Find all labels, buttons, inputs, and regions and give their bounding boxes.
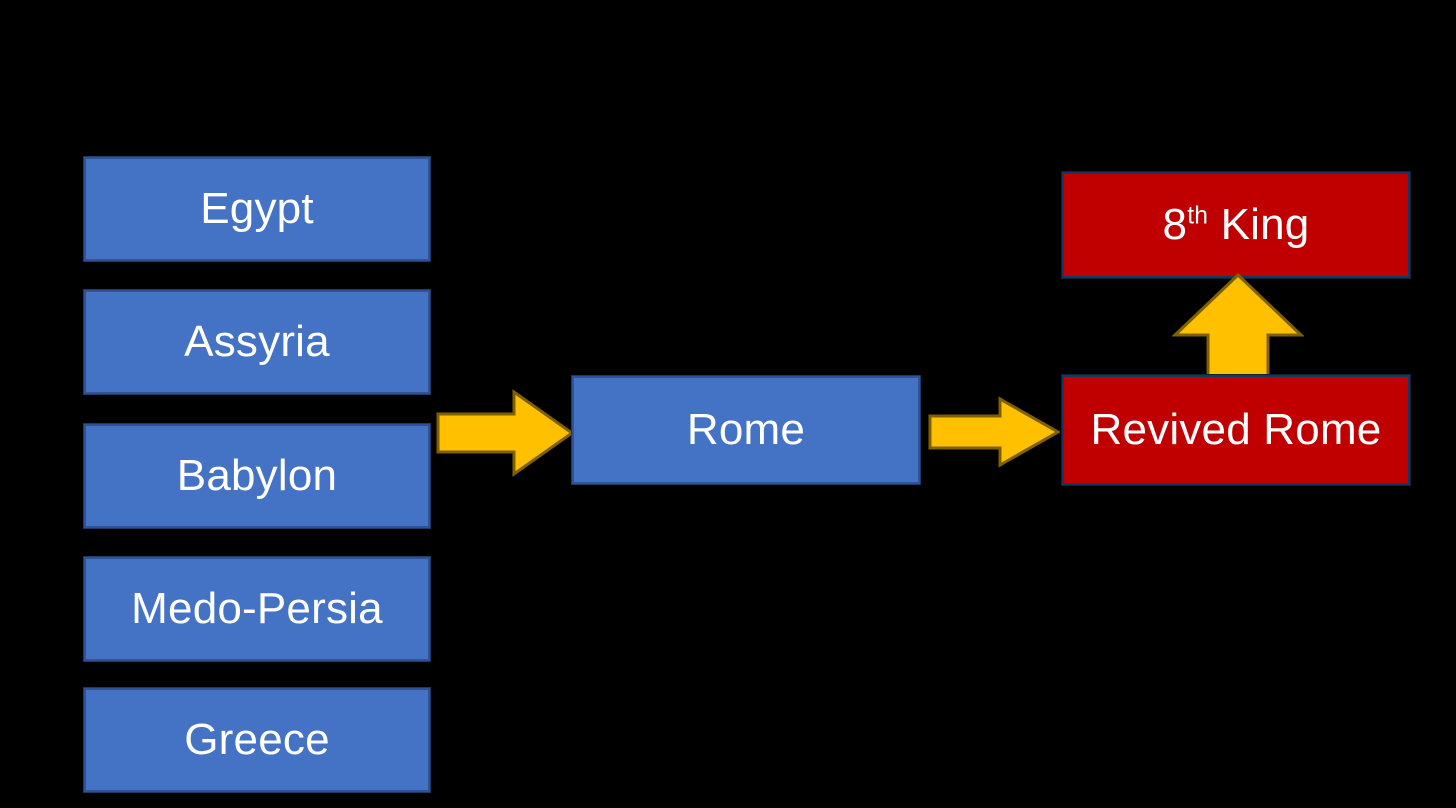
- right-arrow-icon-empires-to-rome: [436, 388, 574, 478]
- empire-label: Medo-Persia: [131, 584, 383, 633]
- revived-rome-label: Revived Rome: [1090, 405, 1382, 454]
- revived-rome-box[interactable]: Revived Rome: [1062, 375, 1410, 485]
- right-arrow-icon-rome-to-revived-rome: [928, 396, 1060, 468]
- empire-label: Assyria: [184, 317, 330, 366]
- eighth-king-label: 8th King: [1163, 203, 1310, 247]
- empire-box-medo-persia[interactable]: Medo-Persia: [84, 557, 430, 661]
- rome-label: Rome: [686, 405, 806, 454]
- empire-box-assyria[interactable]: Assyria: [84, 290, 430, 394]
- eighth-king-number: 8: [1162, 200, 1188, 249]
- empire-box-babylon[interactable]: Babylon: [84, 424, 430, 528]
- empire-label: Egypt: [200, 184, 314, 233]
- empire-box-egypt[interactable]: Egypt: [84, 157, 430, 261]
- rome-box[interactable]: Rome: [572, 376, 920, 484]
- empire-label: Greece: [184, 715, 330, 764]
- empire-label: Babylon: [176, 451, 338, 500]
- empire-box-greece[interactable]: Greece: [84, 688, 430, 792]
- eighth-king-ordinal-suffix: th: [1187, 202, 1209, 230]
- up-arrow-icon-revived-rome-to-eighth-king: [1172, 272, 1304, 382]
- eighth-king-box[interactable]: 8th King: [1062, 172, 1410, 278]
- eighth-king-word: King: [1220, 200, 1310, 249]
